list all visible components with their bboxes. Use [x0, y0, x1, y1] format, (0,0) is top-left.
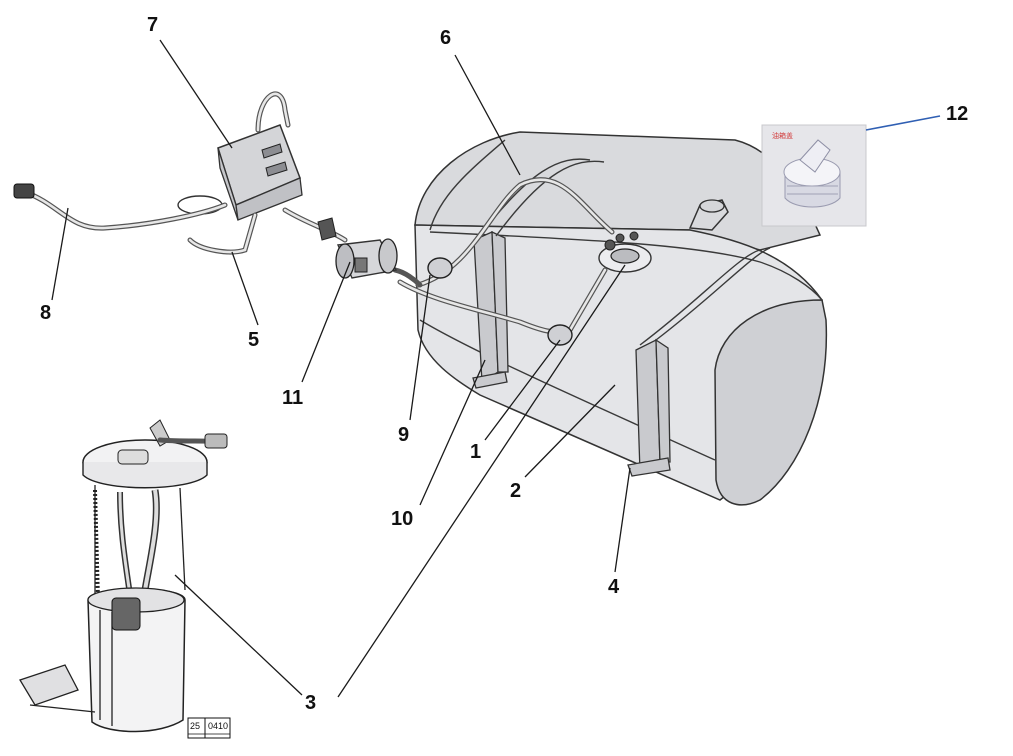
callout-7: 7	[147, 14, 159, 36]
fuel-pump-module	[19, 419, 228, 733]
title-block-cell-b: 0410	[208, 721, 229, 731]
connector-icon	[13, 183, 35, 199]
callout-12: 12	[946, 103, 969, 125]
title-block-cell-a: 25	[190, 721, 201, 731]
title-block	[187, 717, 231, 739]
callout-5: 5	[248, 329, 260, 351]
callout-4: 4	[608, 576, 620, 598]
callout-11: 11	[282, 387, 304, 409]
fuel-cap-inset	[761, 124, 867, 227]
tank-strap-front	[472, 230, 509, 389]
fuel-filter	[317, 217, 398, 279]
fuel-tank	[414, 131, 828, 506]
callout-1: 1	[470, 441, 482, 463]
callout-9: 9	[398, 424, 410, 446]
callout-2: 2	[510, 480, 522, 502]
callout-3: 3	[305, 692, 317, 714]
callout-10: 10	[391, 508, 414, 530]
carbon-canister	[217, 91, 303, 221]
inset-cap-label: 油箱盖	[772, 132, 793, 140]
callout-8: 8	[40, 302, 52, 324]
leader-lines	[51, 39, 941, 698]
tank-strap-rear	[627, 338, 671, 477]
callout-6: 6	[440, 27, 452, 49]
